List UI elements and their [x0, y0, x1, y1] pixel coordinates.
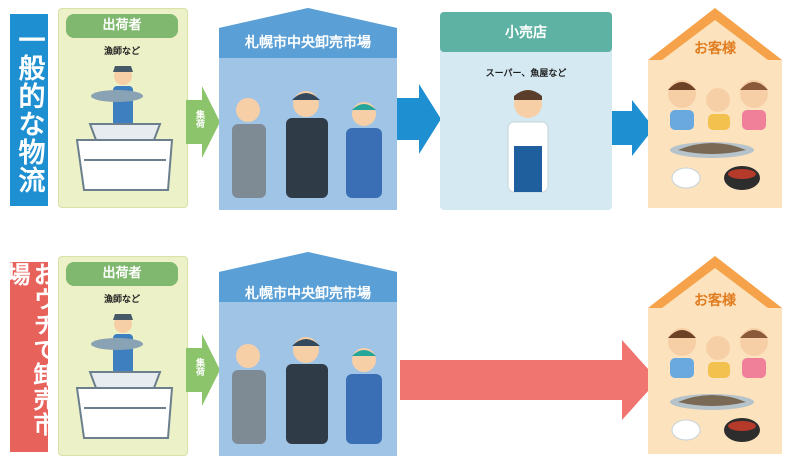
retail-title: 小売店	[505, 25, 547, 41]
shipper-title: 出荷者	[66, 262, 178, 286]
shipper-subtitle: 漁師など	[103, 295, 140, 305]
shipper-subtitle: 漁師など	[103, 47, 140, 57]
family-icon	[668, 80, 768, 130]
retail-header	[440, 12, 612, 52]
arrow-to-customer	[612, 100, 654, 156]
arrow-to-market	[186, 334, 220, 406]
market-workers-icon	[232, 91, 382, 198]
boat-icon	[75, 123, 174, 191]
market-title: 札幌市中央卸売市場	[245, 35, 371, 51]
family-icon	[668, 328, 768, 378]
shipper-title: 出荷者	[66, 14, 178, 38]
collection-tag: 集荷	[194, 110, 204, 128]
boat-icon	[75, 371, 174, 439]
shopkeeper-icon	[507, 90, 549, 193]
arrow-to-market	[186, 86, 220, 158]
market-workers-icon	[232, 337, 382, 444]
fisherman-icon	[91, 66, 143, 126]
fish-meal-icon	[670, 394, 760, 442]
side-label-home-market: おウチで卸売市場	[2, 262, 57, 452]
customer-title: お客様	[694, 293, 736, 309]
market-title: 札幌市中央卸売市場	[245, 286, 371, 302]
side-label-general: 一般的な物流	[10, 14, 48, 206]
arrow-to-retail	[397, 84, 441, 154]
retail-subtitle: スーパー、魚屋など	[485, 69, 567, 79]
collection-tag: 集荷	[194, 358, 204, 376]
fisherman-icon	[91, 314, 143, 374]
customer-title: お客様	[694, 41, 736, 57]
fish-meal-icon	[670, 142, 760, 190]
arrow-direct-to-customer	[400, 340, 658, 420]
